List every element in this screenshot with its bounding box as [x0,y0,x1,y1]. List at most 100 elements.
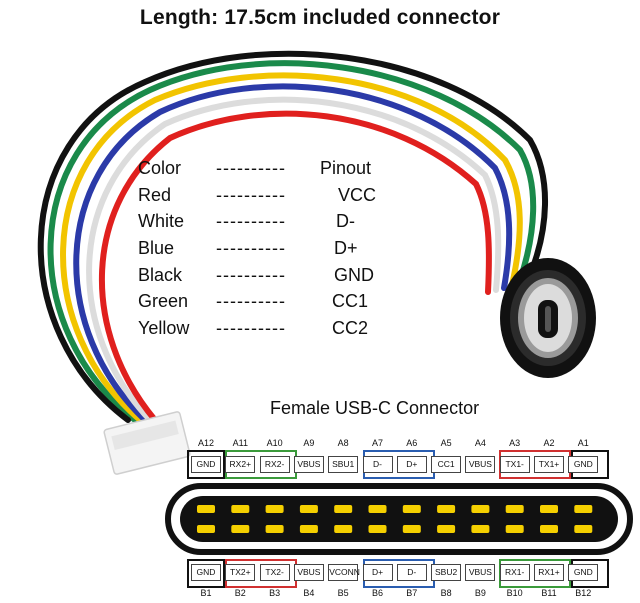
pin-id: B7 [406,588,418,598]
pin-label: RX1+ [534,564,564,581]
pin-label: GND [568,564,599,581]
contact-pad [231,525,250,533]
pin-label: TX2+ [225,564,256,581]
pin-label: D+ [396,456,427,473]
contact-pad [197,525,215,533]
pin-label: D+ [362,564,393,581]
contact-pad [505,505,524,513]
red-wire [98,110,492,423]
pin-label: GND [191,456,221,473]
pin-label: VBUS [293,456,324,473]
contact-pad [505,525,524,533]
pin-id: B11 [541,588,557,598]
header-color: Color [138,158,182,178]
contact-pad [437,505,456,513]
pin-id: B9 [474,588,486,598]
row-pin: CC2 [332,318,369,339]
pin-id: A4 [474,438,486,448]
pin-label: RX2- [259,456,290,473]
row-color: Green [138,291,189,312]
pin-label: VCONN [328,564,360,581]
row-dashes: ---------- [216,291,286,312]
contact-pad [574,505,593,513]
contact-pads [197,505,593,533]
contact-pad [299,525,318,533]
contact-pad [540,505,558,513]
contact-pad [402,505,421,513]
row-dashes: ---------- [216,211,286,232]
row-color: Red [138,184,172,205]
header-pinout: Pinout [320,158,372,178]
pin-label: TX1- [499,456,530,473]
pin-id: B3 [269,588,281,598]
pin-label: GND [568,456,599,473]
pinout-header: Color ---------- Pinout [138,158,398,185]
row-color: Yellow [138,318,190,339]
contact-pad [265,525,284,533]
pin-label: VBUS [465,564,496,581]
pin-id: B6 [371,588,383,598]
pin-id: B2 [234,588,246,598]
gnd-group-bottom-left [187,559,225,588]
pin-id: A11 [232,438,248,448]
contact-pad [334,505,353,513]
green-wire [47,60,537,423]
pin-id: A3 [509,438,521,448]
pin-id: A1 [577,438,589,448]
pin-label: SBU2 [431,564,462,581]
contact-pad [540,525,558,533]
pinout-row: Yellow ---------- CC2 [138,318,398,345]
row-pin: D+ [334,238,358,259]
header-dashes: ---------- [216,158,286,178]
pinout-row: Black ---------- GND [138,265,398,292]
contact-pad [299,505,318,513]
pin-label: GND [191,564,221,581]
pin-id: B5 [337,588,349,598]
pinout-row: Red ---------- VCC [138,185,398,212]
row-dashes: ---------- [216,184,286,205]
contact-pad [231,505,250,513]
pin-id: B10 [506,588,523,598]
pin-label: TX2- [259,564,290,581]
pin-id: A12 [197,438,214,448]
jst-plug [103,411,191,475]
usb-c-title: Female USB-C Connector [270,398,480,418]
pin-label: RX2+ [225,456,256,473]
pin-id: A7 [371,438,383,448]
pin-label: RX1- [499,564,530,581]
pin-label: CC1 [431,456,462,473]
contact-pad [368,505,387,513]
gnd-group-top-left [187,450,225,479]
row-dashes: ---------- [216,238,286,259]
pin-id: A10 [266,438,283,448]
contact-pad [574,525,593,533]
pin-id: B1 [200,588,212,598]
pin-label: VBUS [293,564,324,581]
row-color: White [138,211,185,232]
blue-wire [73,83,513,423]
pin-label: D- [396,564,427,581]
pinout-row: Blue ---------- D+ [138,238,398,265]
contact-pad [197,505,215,513]
pin-id: A6 [406,438,418,448]
row-color: Black [138,264,183,285]
pinout-table: Color ---------- Pinout Red ---------- V… [138,158,398,345]
page-title: Length: 17.5cm included connector [139,6,501,29]
row-pin: CC1 [332,291,369,312]
pin-id: B8 [440,588,452,598]
row-pin: VCC [338,184,377,205]
contact-pad [402,525,421,533]
yellow-wire [60,72,523,423]
black-wire [37,50,549,423]
pin-id: A8 [337,438,349,448]
row-color: Blue [138,238,175,259]
pin-id: B12 [575,588,592,598]
usb-c-socket [500,258,596,378]
row-pin: GND [334,264,374,285]
row-pin: D- [336,211,355,232]
pinout-row: Green ---------- CC1 [138,291,398,318]
contact-pad [437,525,456,533]
